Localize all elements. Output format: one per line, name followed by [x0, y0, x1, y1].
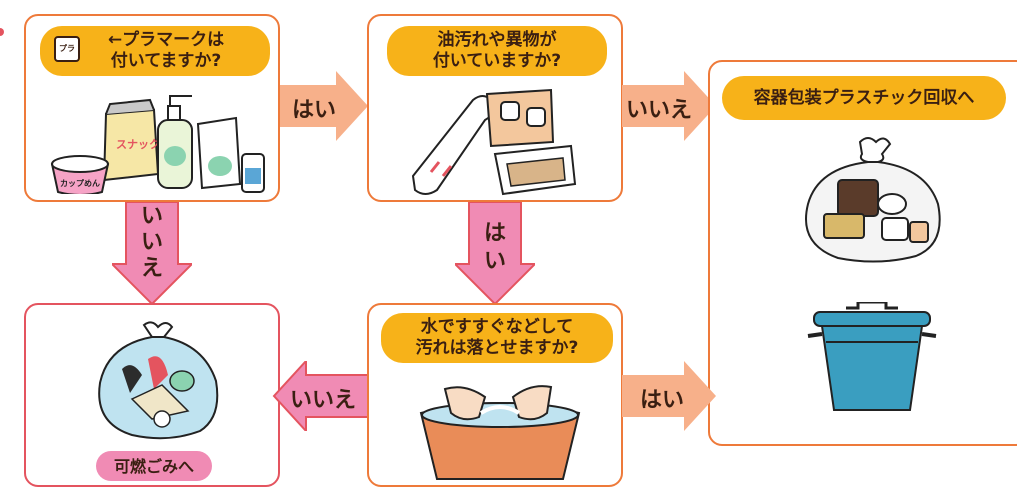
washing-hands-illustration	[419, 385, 581, 480]
arrow-yes-1-label: はい	[292, 98, 337, 123]
arrow-yes-2-label: はい	[640, 388, 685, 413]
dirt-question-text: 油汚れや異物が 付いていますか?	[432, 30, 562, 71]
cup-label: カップめん	[60, 178, 100, 188]
arrow-no-1	[622, 71, 716, 141]
recycle-box: 容器包装プラスチック回収へ	[708, 60, 1017, 446]
recycle-title-bubble: 容器包装プラスチック回収へ	[722, 76, 1006, 120]
burnable-bag-illustration	[98, 321, 219, 440]
arrow-no-1-label: いいえ	[626, 98, 693, 123]
plastic-items-illustration: スナック カップめん	[50, 95, 265, 194]
start-question-text: ←プラマークは 付いてますか?	[107, 30, 225, 71]
burnable-box: 可燃ごみへ	[24, 303, 280, 487]
arrow-yes-2	[622, 361, 716, 431]
dirt-question-bubble: 油汚れや異物が 付いていますか?	[387, 26, 607, 76]
rinse-question-text: 水ですすぐなどして 汚れは落とせますか?	[415, 317, 579, 358]
arrow-yes-down-label: はい	[484, 221, 507, 274]
dirty-containers-illustration	[411, 88, 577, 196]
rinse-question-box: 水ですすぐなどして 汚れは落とせますか?	[367, 303, 623, 487]
dirt-question-box: 油汚れや異物が 付いていますか?	[367, 14, 623, 202]
arrow-no-down	[112, 202, 192, 306]
recycle-title: 容器包装プラスチック回収へ	[753, 87, 975, 108]
edge-dot	[0, 28, 4, 36]
start-box: プラ ←プラマークは 付いてますか? スナック カップめん	[24, 14, 280, 202]
rinse-question-bubble: 水ですすぐなどして 汚れは落とせますか?	[381, 313, 613, 363]
burnable-title: 可燃ごみへ	[113, 456, 194, 476]
arrow-no-left-label: いいえ	[290, 388, 357, 413]
trash-bin-icon	[807, 302, 937, 411]
arrow-yes-1	[280, 71, 368, 141]
start-question-bubble: プラ ←プラマークは 付いてますか?	[40, 26, 270, 76]
arrow-yes-down	[455, 202, 535, 306]
pla-mark-icon: プラ	[54, 36, 80, 62]
recycle-bag-illustration	[805, 137, 941, 263]
arrow-no-left	[272, 361, 369, 431]
arrow-no-down-label: いいえ	[141, 204, 164, 281]
burnable-title-bubble: 可燃ごみへ	[96, 451, 212, 481]
snack-label: スナック	[116, 138, 160, 151]
